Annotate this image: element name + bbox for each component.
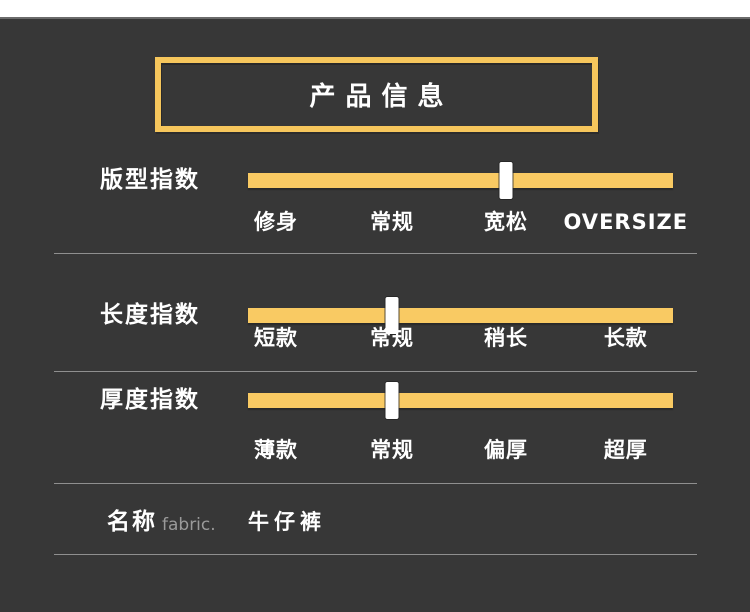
thickness-option-regular: 常规 bbox=[370, 438, 415, 462]
length-index-slider-track bbox=[248, 297, 673, 334]
thickness-index-slider-track bbox=[248, 382, 673, 419]
length-index-scale: 短款 常规 稍长 长款 bbox=[248, 325, 673, 351]
product-name-row: 名称 fabric. 牛仔裤 bbox=[0, 508, 750, 538]
fit-option-regular: 常规 bbox=[370, 210, 415, 234]
thickness-index-label: 厚度指数 bbox=[100, 387, 200, 413]
page-title: 产品信息 bbox=[309, 82, 454, 112]
thickness-option-extra-thick: 超厚 bbox=[603, 438, 648, 462]
fit-index-slider-marker bbox=[499, 162, 513, 199]
name-sublabel: fabric. bbox=[162, 515, 216, 535]
product-name-value: 牛仔裤 bbox=[248, 510, 326, 534]
length-option-longer: 稍长 bbox=[483, 326, 528, 350]
length-option-long: 长款 bbox=[603, 326, 648, 350]
fit-option-slim: 修身 bbox=[254, 210, 299, 234]
product-info-title-box: 产品信息 bbox=[155, 57, 598, 132]
fit-option-loose: 宽松 bbox=[483, 210, 528, 234]
thickness-index-scale: 薄款 常规 偏厚 超厚 bbox=[248, 437, 673, 463]
length-index-slider-marker bbox=[385, 297, 399, 334]
divider bbox=[54, 253, 697, 254]
fit-option-oversize: OVERSIZE bbox=[563, 210, 689, 234]
fit-index-slider-track bbox=[248, 162, 673, 199]
length-option-regular: 常规 bbox=[370, 326, 415, 350]
fit-index-label: 版型指数 bbox=[100, 167, 200, 193]
divider bbox=[54, 483, 697, 484]
fit-index-scale: 修身 常规 宽松 OVERSIZE bbox=[248, 209, 687, 235]
length-option-short: 短款 bbox=[254, 326, 299, 350]
thickness-index-slider-marker bbox=[385, 382, 399, 419]
thickness-option-thin: 薄款 bbox=[254, 438, 299, 462]
name-label: 名称 bbox=[107, 509, 157, 535]
product-info-panel: 产品信息 版型指数 修身 常规 宽松 OVERSIZE 长度指数 短款 常规 稍… bbox=[0, 17, 750, 612]
divider bbox=[54, 554, 697, 555]
divider bbox=[54, 371, 697, 372]
thickness-option-thick: 偏厚 bbox=[483, 438, 528, 462]
length-index-label: 长度指数 bbox=[100, 302, 200, 328]
